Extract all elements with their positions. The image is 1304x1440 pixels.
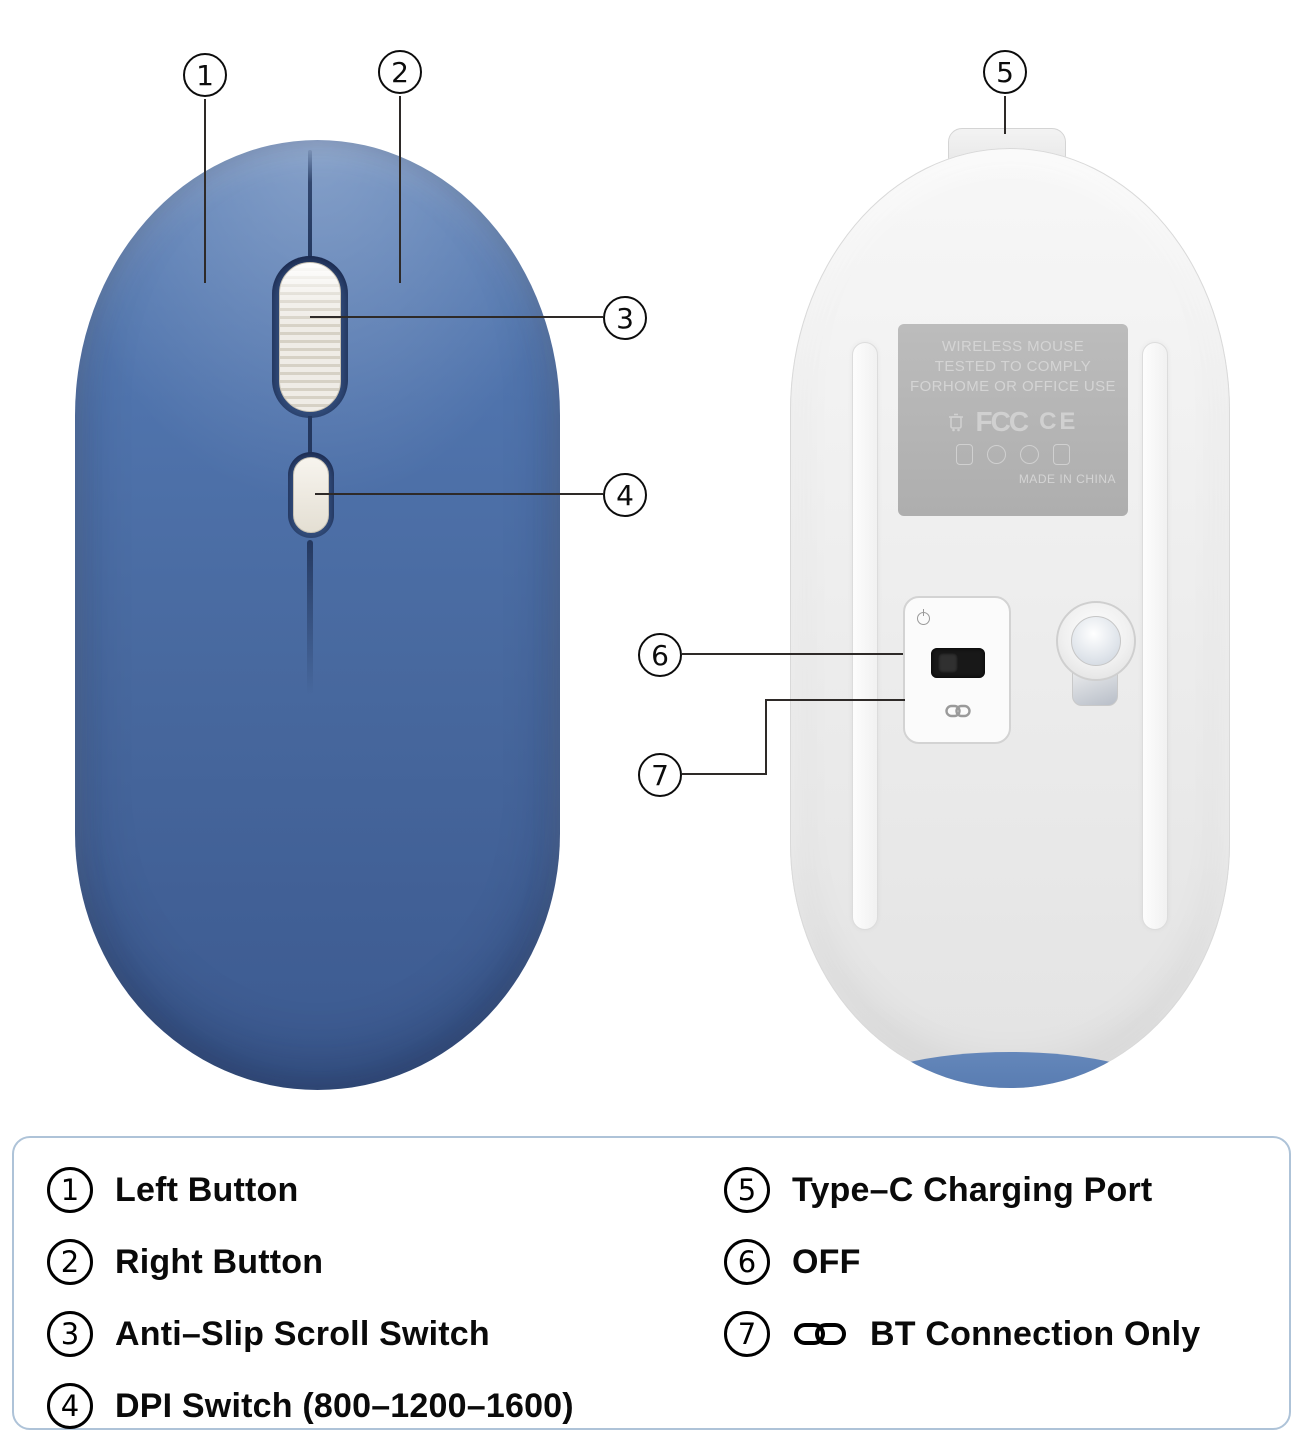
circled-number-6: 6 — [724, 1239, 770, 1285]
made-in-label: MADE IN CHINA — [1018, 472, 1116, 486]
callout-line-7c — [765, 699, 905, 701]
right-button-area — [350, 185, 500, 375]
callout-line-4 — [315, 493, 603, 495]
callout-4: 4 — [603, 473, 647, 517]
legend-label-scroll-switch: Anti–Slip Scroll Switch — [115, 1314, 490, 1353]
callout-5: 5 — [983, 50, 1027, 94]
legend-item-bt-connection: 7 BT Connection Only — [724, 1310, 1200, 1358]
blue-shell-rim — [860, 1052, 1160, 1088]
seam-between-wheel-and-dpi — [308, 416, 312, 454]
legend-item-right-button: 2 Right Button — [47, 1238, 323, 1286]
certification-icon — [1053, 444, 1070, 465]
weee-bin-icon — [948, 413, 963, 432]
lower-seam-groove — [307, 540, 313, 695]
ce-mark: CE — [1039, 408, 1079, 435]
legend-label-bt-connection: BT Connection Only — [870, 1314, 1201, 1353]
circled-number-1: 1 — [47, 1167, 93, 1213]
callout-line-6 — [682, 653, 903, 655]
bt-mode-icon — [945, 704, 971, 718]
callout-line-2 — [399, 96, 401, 283]
plate-text-line1: WIRELESS MOUSE — [941, 338, 1085, 355]
certification-icon — [956, 444, 973, 465]
sensor-led — [1071, 616, 1121, 666]
power-switch — [931, 648, 985, 678]
circled-number-2: 2 — [47, 1239, 93, 1285]
callout-line-1 — [204, 99, 206, 283]
callout-line-5 — [1004, 96, 1006, 134]
certification-icon — [1020, 445, 1039, 464]
callout-7: 7 — [638, 753, 682, 797]
certification-icons-row — [956, 444, 1070, 465]
legend-label-left-button: Left Button — [115, 1170, 299, 1209]
legend-label-right-button: Right Button — [115, 1242, 324, 1281]
legend-item-dpi-switch: 4 DPI Switch (800–1200–1600) — [47, 1382, 574, 1430]
callout-line-7b — [765, 699, 767, 775]
circled-number-7: 7 — [724, 1311, 770, 1357]
button-split-seam — [308, 150, 312, 258]
circled-number-4: 4 — [47, 1383, 93, 1429]
legend-label-off: OFF — [792, 1242, 861, 1281]
glide-strip-left — [852, 342, 878, 930]
callout-3: 3 — [603, 296, 647, 340]
bt-link-icon — [794, 1323, 846, 1345]
power-off-icon — [917, 609, 930, 625]
compliance-plate: WIRELESS MOUSE TESTED TO COMPLY FORHOME … — [898, 324, 1128, 516]
callout-line-3 — [310, 316, 603, 318]
legend-item-left-button: 1 Left Button — [47, 1166, 298, 1214]
legend-item-charging-port: 5 Type–C Charging Port — [724, 1166, 1152, 1214]
circled-number-5: 5 — [724, 1167, 770, 1213]
callout-1: 1 — [183, 53, 227, 97]
plate-text-line3: FORHOME OR OFFICE USE — [910, 378, 1116, 395]
glide-strip-right — [1142, 342, 1168, 930]
callout-line-7a — [682, 773, 767, 775]
dpi-button — [293, 457, 329, 533]
legend-item-scroll-switch: 3 Anti–Slip Scroll Switch — [47, 1310, 490, 1358]
scroll-wheel — [279, 262, 341, 412]
legend-box: 1 Left Button 2 Right Button 3 Anti–Slip… — [12, 1136, 1291, 1430]
plate-text-line2: TESTED TO COMPLY — [934, 358, 1092, 375]
left-button-area — [140, 185, 290, 375]
fcc-mark: FCC — [975, 406, 1030, 437]
circled-number-3: 3 — [47, 1311, 93, 1357]
legend-label-dpi-switch: DPI Switch (800–1200–1600) — [115, 1386, 574, 1425]
certification-marks-row: FCC CE — [948, 406, 1079, 438]
legend-label-charging-port: Type–C Charging Port — [792, 1170, 1153, 1209]
callout-6: 6 — [638, 633, 682, 677]
power-switch-panel — [903, 596, 1011, 744]
certification-icon — [987, 445, 1006, 464]
legend-item-off: 6 OFF — [724, 1238, 861, 1286]
sensor-window — [1056, 601, 1136, 681]
callout-2: 2 — [378, 50, 422, 94]
